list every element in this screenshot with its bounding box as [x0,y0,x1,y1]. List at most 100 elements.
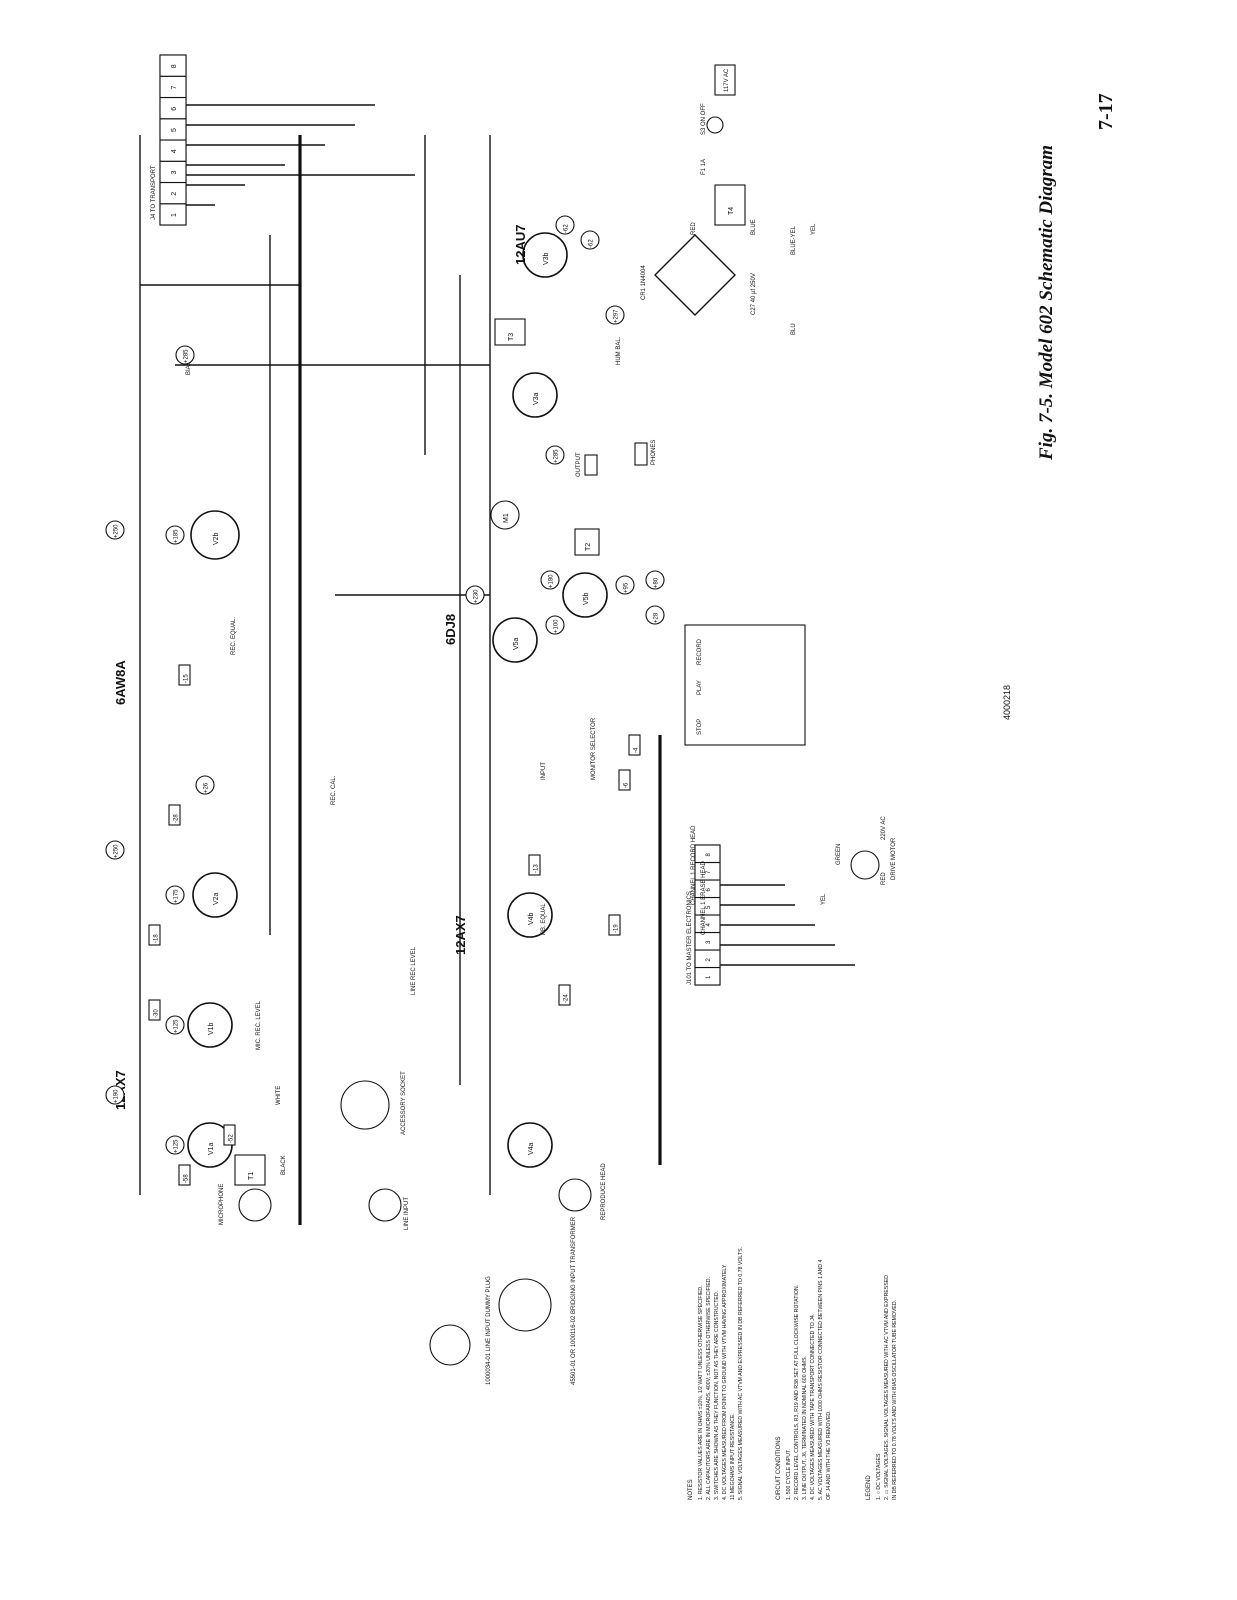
mode-switch-block: STOP PLAY RECORD [684,624,806,746]
line-rec-level-label: LINE REC LEVEL [411,946,417,995]
j101-pin-number: 6 [706,888,712,892]
signal-level-box [608,914,621,936]
dc-voltage-value: +28 [654,612,660,623]
svg-text:ACCESSORY SOCKET: ACCESSORY SOCKET [401,1071,407,1135]
note-line: 2. ▭ SIGNAL VOLTAGES. SIGNAL VOLTAGES ME… [884,1275,890,1500]
wire-color-tag: BLACK [281,1155,287,1175]
wire-color-tag: WHITE [276,1086,282,1105]
j4-label: J4 TO TRANSPORT [151,165,157,220]
dc-voltage-circle [615,575,635,595]
svg-text:MICROPHONE: MICROPHONE [219,1184,225,1225]
bias-label: BIAS [186,361,192,375]
t2-transformer: T2 [574,528,600,556]
m1-meter: M1 [490,500,520,530]
note-line: 3. SWITCHES ARE SHOWN AS THEY FUNCTION, … [714,1291,720,1500]
signal-level-value: -18 [154,934,160,943]
dc-voltage-circle [545,445,565,465]
dc-voltage-value: +190 [114,1089,120,1103]
svg-text:V3b: V3b [543,252,550,265]
tube-type-12au7: 12AU7 [513,225,528,265]
signal-level-value: -52 [229,1134,235,1143]
dc-voltage-circle [555,215,575,235]
j101-pin [694,844,721,864]
j4-pin-number: 3 [171,171,178,175]
svg-text:STOP: STOP [697,719,703,735]
signal-level-box [628,734,641,756]
svg-text:REPRODUCE HEAD: REPRODUCE HEAD [601,1163,607,1220]
note-line: 11 MEGOHMS INPUT RESISTANCE. [730,1413,736,1500]
j4-pin-number: 7 [171,86,178,90]
signal-level-box [558,984,571,1006]
dc-voltage-value: +175 [174,889,180,903]
wire-color-tag: GREEN [836,844,842,865]
t4-red: RED [691,222,697,235]
svg-text:PHONES: PHONES [651,440,657,465]
signal-level-value: -4 [634,747,640,753]
v3a-tube: V3a [512,372,558,418]
j101-pin-number: 5 [706,905,712,909]
j4-pin-number: 6 [171,107,178,111]
dc-voltage-markers: +190+125+125+250+175+26+250+185+285+230+… [105,215,665,1155]
j101-label: J101 TO MASTER ELECTRONICS [687,891,693,985]
j101-pin-number: 4 [706,923,712,927]
svg-text:OUTPUT: OUTPUT [576,452,582,477]
note-line: 3. LINE OUTPUT, J6, TERMINATED IN NOMINA… [802,1356,808,1500]
signal-level-value: -13 [534,864,540,873]
legend-heading: LEGEND [866,1475,872,1500]
dc-voltage-circle [195,775,215,795]
note-line: 2. ALL CAPACITORS ARE IN MICROFARADS, 40… [706,1277,712,1500]
t4-yel: YEL [811,223,817,235]
signal-level-value: -28 [174,814,180,823]
note-line: 1. ○ DC VOLTAGES [876,1453,882,1500]
dc-voltage-value: +285 [184,349,190,363]
t3-transformer: T3 [494,318,526,346]
svg-text:T4: T4 [728,207,735,215]
dc-voltage-circle [165,1135,185,1155]
hum-bal-label: HUM BAL. [616,336,622,365]
dummy-plug-diagram: 1000034-01 LINE INPUT DUMMY PLUG [429,1276,492,1385]
dc-voltage-value: +250 [114,844,120,858]
svg-text:117V AC: 117V AC [724,68,730,92]
rec-equal-label: REC. EQUAL. [231,617,237,655]
v3b-tube: V3b [522,232,568,278]
tube-type-6aw8a: 6AW8A [113,660,128,705]
dc-voltage-value: +297 [614,309,620,323]
note-line: OF J4 AND WITH THE V3 REMOVED. [826,1410,832,1500]
dc-voltage-value: +125 [174,1019,180,1033]
svg-text:V2a: V2a [213,892,220,905]
j6-output-jack: OUTPUT [576,452,598,477]
notes-block: NOTES 1. RESISTOR VALUES ARE IN OHMS ±10… [688,1247,744,1500]
svg-text:V2b: V2b [213,532,220,545]
ch1-erase-head-label: CHANNEL 1 ERASE HEAD [701,861,707,935]
svg-text:DRIVE MOTOR: DRIVE MOTOR [891,837,897,880]
wire-color-tag: YEL [821,893,827,905]
svg-text:V5a: V5a [513,637,520,650]
signal-level-box [178,664,191,686]
v1b-tube: V1b [187,1002,233,1048]
dc-voltage-circle [580,230,600,250]
signal-level-box [148,924,161,946]
svg-text:V1a: V1a [208,1142,215,1155]
dc-voltage-circle [465,585,485,605]
tube-type-6dj8: 6DJ8 [443,614,458,645]
v4a-tube: V4a [507,1122,553,1168]
svg-text:F1 1A: F1 1A [701,159,707,175]
monitor-selector-label: MONITOR SELECTOR [591,717,597,780]
note-line: 2. RECORD LEVEL CONTROLS, R3, R19 AND R3… [794,1285,800,1500]
dc-voltage-circle [105,840,125,860]
dc-voltage-circle [165,525,185,545]
dc-voltage-value: +26 [204,782,210,793]
j101-pin-number: 1 [706,975,712,979]
drive-motor: DRIVE MOTOR 220V AC [850,816,897,880]
svg-text:BLUE-YEL: BLUE-YEL [791,225,797,255]
rec-cal-label: REC. CAL. [331,775,337,805]
note-line: 5. AC VOLTAGES MEASURED WITH 1000 OHMS R… [818,1259,824,1500]
dc-voltage-value: +230 [474,589,480,603]
conditions-heading: CIRCUIT CONDITIONS [776,1436,782,1500]
svg-text:CR1 1N4004: CR1 1N4004 [641,265,647,300]
j2-line-input-jack: LINE INPUT [368,1188,410,1230]
